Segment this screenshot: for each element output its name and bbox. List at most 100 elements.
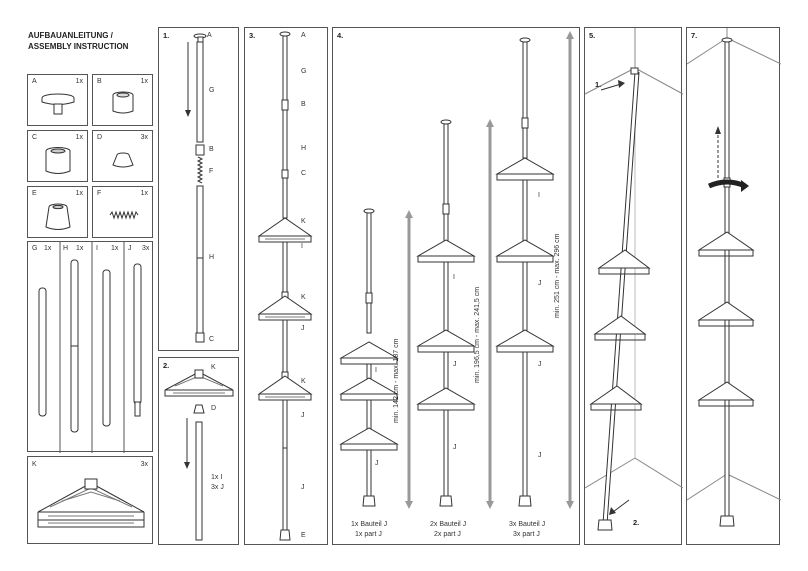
step-2-qty: 1x I <box>211 474 223 481</box>
part-card-k: K 3x <box>27 456 153 544</box>
part-qty: 1x <box>140 190 148 197</box>
part-card-d: D 3x <box>92 130 153 182</box>
step-1-panel: 1. A G B F H C <box>158 27 239 351</box>
step-3-label: B <box>301 101 306 108</box>
part-card-c: C 1x <box>27 130 88 182</box>
part-letter: H <box>63 245 69 252</box>
step-number: 3. <box>249 31 256 40</box>
page-title: AUFBAUANLEITUNG / ASSEMBLY INSTRUCTION <box>28 30 128 52</box>
part-letter: G <box>32 245 38 252</box>
part-letter: K <box>32 461 37 468</box>
part-card-a: A 1x <box>27 74 88 126</box>
step-number: 1. <box>163 31 170 40</box>
caption-en: 2x part J <box>434 531 461 538</box>
part-card-f: F 1x <box>92 186 153 238</box>
height-range-3: min. 251 cm - max. 296 cm <box>554 233 561 318</box>
part-k-shelf-drawing <box>37 478 145 528</box>
pole-label: I <box>375 367 377 374</box>
step-2-qty: 3x J <box>211 484 224 491</box>
part-c-drawing <box>45 147 71 174</box>
step-1-drawing <box>185 33 207 343</box>
step-4-drawing <box>339 31 574 509</box>
part-e-drawing <box>45 203 71 230</box>
part-letter: A <box>32 78 37 85</box>
step-7-drawing <box>687 28 781 527</box>
pole-label: J <box>538 280 542 287</box>
part-letter: E <box>32 190 37 197</box>
part-qty: 3x <box>140 134 148 141</box>
part-qty: 3x <box>142 245 150 252</box>
step-3-drawing <box>257 31 313 541</box>
title-en: ASSEMBLY INSTRUCTION <box>28 42 129 51</box>
step-3-label: I <box>301 243 303 250</box>
height-range-2: min. 196,5 cm - max. 241,5 cm <box>474 286 481 383</box>
step-2-drawing <box>164 369 234 541</box>
step-3-label: J <box>301 484 305 491</box>
step-3-label: K <box>301 378 306 385</box>
pole-label: I <box>453 274 455 281</box>
rods-drawing <box>38 242 142 453</box>
step-5-drawing <box>585 28 683 531</box>
part-letter: J <box>128 245 132 252</box>
caption-en: 1x part J <box>355 531 382 538</box>
step-number: 7. <box>691 31 698 40</box>
step-3-label: G <box>301 68 307 75</box>
part-card-rods: G 1x H 1x I 1x J 3x <box>27 241 153 453</box>
step-1-label: A <box>207 32 212 39</box>
part-f-spring-drawing <box>109 210 139 220</box>
part-qty: 1x <box>111 245 119 252</box>
part-qty: 1x <box>44 245 52 252</box>
caption-de: 2x Bauteil J <box>430 521 467 528</box>
part-qty: 3x <box>140 461 148 468</box>
title-de: AUFBAUANLEITUNG / <box>28 31 113 40</box>
step-5-panel: 5. 1. 2. <box>584 27 683 545</box>
pole-label: J <box>538 452 542 459</box>
part-card-e: E 1x <box>27 186 88 238</box>
height-range-1: min. 142 cm - max. 187 cm <box>393 338 400 423</box>
part-letter: D <box>97 134 103 141</box>
part-a-drawing <box>41 93 75 115</box>
step-2-label: K <box>211 364 216 371</box>
part-letter: C <box>32 134 38 141</box>
step-3-label: J <box>301 325 305 332</box>
step-3-label: K <box>301 294 306 301</box>
callout-1: 1. <box>595 80 602 89</box>
step-2-panel: 2. K D 1x I 3x J <box>158 357 239 545</box>
part-qty: 1x <box>140 78 148 85</box>
part-b-drawing <box>112 91 134 114</box>
part-card-b: B 1x <box>92 74 153 126</box>
step-3-label: J <box>301 412 305 419</box>
pole-label: I <box>538 192 540 199</box>
part-qty: 1x <box>75 78 83 85</box>
step-number: 4. <box>337 31 344 40</box>
step-7-panel: 7. <box>686 27 781 545</box>
step-3-label: A <box>301 32 306 39</box>
step-1-label: G <box>209 87 215 94</box>
step-1-label: H <box>209 254 215 261</box>
step-1-label: F <box>209 168 214 175</box>
part-d-drawing <box>112 152 134 168</box>
part-qty: 1x <box>75 134 83 141</box>
step-3-label: E <box>301 532 306 539</box>
step-number: 5. <box>589 31 596 40</box>
pole-label: J <box>375 460 379 467</box>
caption-en: 3x part J <box>513 531 540 538</box>
step-3-label: K <box>301 218 306 225</box>
step-3-label: H <box>301 145 307 152</box>
caption-de: 3x Bauteil J <box>509 521 546 528</box>
step-1-label: C <box>209 336 215 343</box>
step-2-label: D <box>211 405 217 412</box>
pole-label: J <box>453 444 457 451</box>
part-letter: F <box>97 190 102 197</box>
part-letter: B <box>97 78 102 85</box>
step-3-label: C <box>301 170 307 177</box>
step-1-label: B <box>209 146 214 153</box>
part-qty: 1x <box>75 190 83 197</box>
pole-label: J <box>453 361 457 368</box>
pole-label: J <box>538 361 542 368</box>
part-letter: I <box>96 245 98 252</box>
part-qty: 1x <box>76 245 84 252</box>
step-4-panel: 4. <box>332 27 580 545</box>
caption-de: 1x Bauteil J <box>351 521 388 528</box>
callout-2: 2. <box>633 518 640 527</box>
